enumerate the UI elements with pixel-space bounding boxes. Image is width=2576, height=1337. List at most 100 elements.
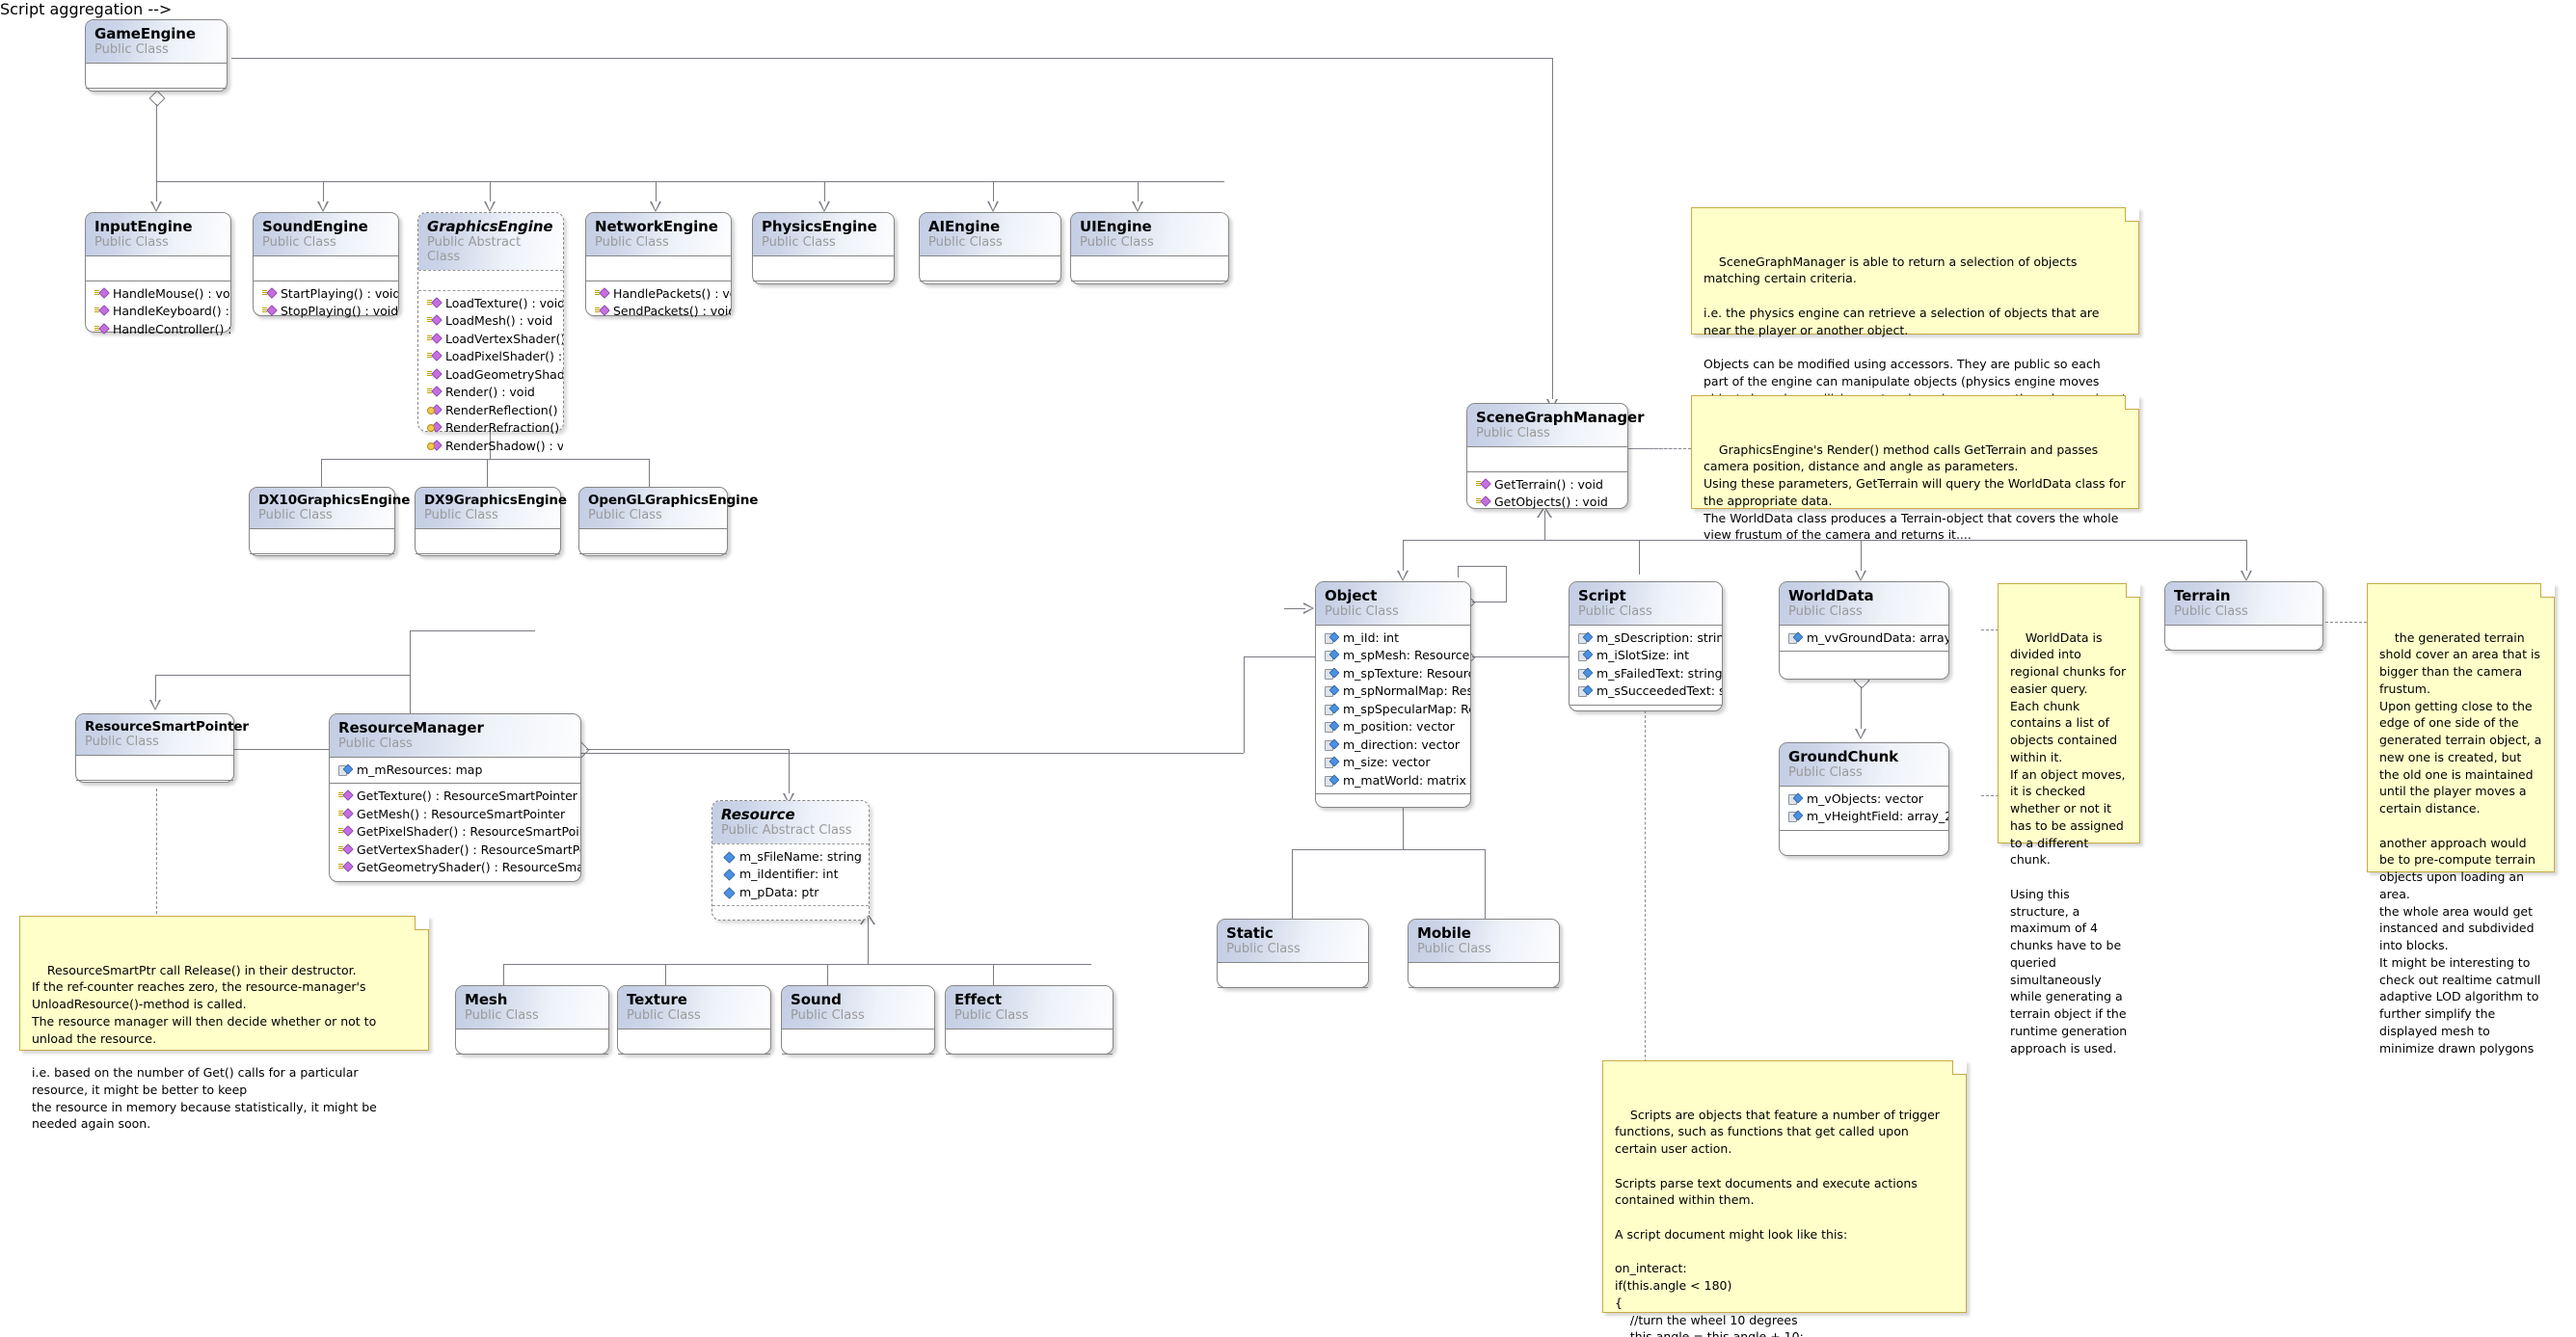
property-icon bbox=[1325, 775, 1339, 787]
member-label: m_vvGroundData: array_2d bbox=[1807, 629, 1948, 645]
class-opengl-graphics-engine[interactable]: OpenGLGraphicsEngine Public Class bbox=[578, 487, 758, 556]
member-label: m_sFailedText: string bbox=[1597, 665, 1722, 681]
class-dx10-graphics-engine[interactable]: DX10GraphicsEngine Public Class bbox=[249, 487, 410, 556]
class-sound[interactable]: Sound Public Class bbox=[781, 985, 935, 1055]
note-resource-smart-pointer: ResourceSmartPtr call Release() in their… bbox=[19, 916, 429, 1131]
class-stereotype: Public Class bbox=[1080, 234, 1154, 250]
property-icon bbox=[1578, 632, 1593, 644]
class-world-data[interactable]: WorldData Public Class m_vvGroundData: a… bbox=[1779, 581, 1949, 680]
methods-section: LoadTexture() : void LoadMesh() : void L… bbox=[418, 291, 563, 460]
class-name: SceneGraphManager bbox=[1476, 409, 1645, 426]
property-icon bbox=[1788, 811, 1803, 823]
method-icon bbox=[427, 315, 442, 327]
property-icon bbox=[1788, 632, 1803, 644]
class-physics-engine[interactable]: PhysicsEngine Public Class bbox=[752, 212, 895, 284]
divider bbox=[1570, 624, 1722, 626]
methods-section bbox=[1570, 706, 1722, 725]
connector-object-self-v bbox=[1506, 566, 1507, 602]
member-row: m_sDescription: string bbox=[1570, 629, 1722, 648]
class-ui-engine[interactable]: UIEngine Public Class bbox=[1070, 212, 1229, 284]
class-ai-engine[interactable]: AIEngine Public Class bbox=[919, 212, 1061, 284]
methods-section bbox=[946, 1055, 1113, 1079]
divider bbox=[418, 289, 563, 291]
connector-gameengine-down bbox=[156, 104, 157, 181]
class-object[interactable]: Object Public Class m_iId: int m_spMesh:… bbox=[1315, 581, 1471, 808]
methods-section bbox=[1780, 831, 1948, 850]
class-texture[interactable]: Texture Public Class bbox=[617, 985, 771, 1055]
class-header: Effect Public Class bbox=[946, 986, 1113, 1029]
property-icon bbox=[1325, 632, 1339, 644]
class-name: Mesh bbox=[465, 991, 508, 1008]
class-name: Script bbox=[1578, 587, 1626, 604]
connector-resmgr-object bbox=[415, 753, 1244, 754]
method-icon bbox=[94, 288, 109, 300]
class-header: DX10GraphicsEngine Public Class bbox=[250, 488, 410, 529]
class-name: WorldData bbox=[1788, 587, 1874, 604]
class-mobile[interactable]: Mobile Public Class bbox=[1408, 919, 1560, 988]
drop-sound bbox=[827, 964, 828, 985]
methods-section bbox=[456, 1055, 608, 1079]
divider bbox=[753, 254, 894, 256]
class-header: Static Public Class bbox=[1218, 920, 1368, 962]
member-row: m_sFileName: string bbox=[712, 848, 869, 867]
fields-section: m_iId: int m_spMesh: ResourceS... m_spTe… bbox=[1316, 626, 1470, 794]
connector-worlddata-groundchunk bbox=[1861, 686, 1862, 733]
member-row: m_iSlotSize: int bbox=[1570, 647, 1722, 665]
class-stereotype: Public Class bbox=[762, 234, 836, 250]
class-effect[interactable]: Effect Public Class bbox=[945, 985, 1114, 1055]
field-icon bbox=[721, 887, 736, 898]
dependency-rsp-note bbox=[156, 789, 157, 914]
class-resource[interactable]: Resource Public Abstract Class m_sFileNa… bbox=[711, 800, 870, 921]
connector-rsp-resmgr bbox=[234, 749, 331, 750]
class-header: WorldData Public Class bbox=[1780, 582, 1948, 625]
divider bbox=[76, 755, 233, 757]
note-fold-corner bbox=[1952, 1060, 1967, 1075]
method-icon bbox=[262, 306, 277, 317]
methods-section bbox=[1780, 652, 1948, 671]
fields-section bbox=[86, 64, 227, 88]
class-sound-engine[interactable]: SoundEngine Public Class StartPlaying() … bbox=[253, 212, 399, 318]
fields-section: m_vObjects: vector m_vHeightField: array… bbox=[1780, 787, 1948, 830]
member-label: m_spSpecularMap: Res... bbox=[1343, 701, 1470, 716]
class-resource-smart-pointer[interactable]: ResourceSmartPointer Public Class bbox=[75, 713, 249, 783]
fields-section bbox=[418, 271, 563, 290]
divider bbox=[579, 528, 727, 530]
method-icon bbox=[427, 369, 442, 381]
class-terrain[interactable]: Terrain Public Class bbox=[2164, 581, 2323, 651]
class-graphics-engine[interactable]: GraphicsEngine Public Abstract Class Loa… bbox=[417, 212, 564, 453]
divider bbox=[1071, 254, 1228, 256]
property-icon bbox=[1325, 739, 1339, 751]
class-header: DX9GraphicsEngine Public Class bbox=[416, 488, 567, 529]
class-name: Resource bbox=[721, 806, 795, 823]
member-row: m_spNormalMap: Reso... bbox=[1316, 682, 1470, 701]
drop-terrain bbox=[2246, 540, 2247, 575]
class-stereotype: Public Class bbox=[627, 1007, 701, 1023]
class-dx9-graphics-engine[interactable]: DX9GraphicsEngine Public Class bbox=[415, 487, 567, 556]
class-network-engine[interactable]: NetworkEngine Public Class HandlePackets… bbox=[585, 212, 732, 318]
class-input-engine[interactable]: InputEngine Public Class HandleMouse() :… bbox=[85, 212, 231, 336]
class-stereotype: Public Class bbox=[1788, 603, 1863, 619]
class-ground-chunk[interactable]: GroundChunk Public Class m_vObjects: vec… bbox=[1779, 742, 1949, 856]
class-resource-manager[interactable]: ResourceManager Public Class m_mResource… bbox=[329, 713, 581, 882]
method-icon bbox=[1476, 496, 1490, 508]
member-label: StopPlaying() : void bbox=[281, 304, 398, 319]
class-scene-graph-manager[interactable]: SceneGraphManager Public Class GetTerrai… bbox=[1466, 403, 1645, 509]
class-mesh[interactable]: Mesh Public Class bbox=[455, 985, 609, 1055]
class-game-engine[interactable]: GameEngine Public Class bbox=[85, 19, 228, 92]
member-label: RenderRefraction() :... bbox=[445, 420, 563, 436]
arrowhead-ai bbox=[987, 201, 999, 212]
method-icon bbox=[94, 306, 109, 317]
class-stereotype: Public Class bbox=[1226, 941, 1301, 956]
class-static[interactable]: Static Public Class bbox=[1217, 919, 1369, 988]
property-icon bbox=[338, 764, 353, 776]
divider bbox=[456, 1053, 608, 1055]
member-row: HandleMouse() : void bbox=[86, 285, 230, 304]
class-script[interactable]: Script Public Class m_sDescription: stri… bbox=[1569, 581, 1723, 711]
arrowhead-input bbox=[150, 201, 162, 212]
property-icon bbox=[1578, 668, 1593, 680]
divider bbox=[1409, 986, 1559, 988]
class-header: InputEngine Public Class bbox=[86, 213, 230, 255]
member-label: HandleController() :... bbox=[113, 321, 230, 336]
class-stereotype: Public Class bbox=[1578, 603, 1652, 619]
divider bbox=[579, 553, 727, 555]
